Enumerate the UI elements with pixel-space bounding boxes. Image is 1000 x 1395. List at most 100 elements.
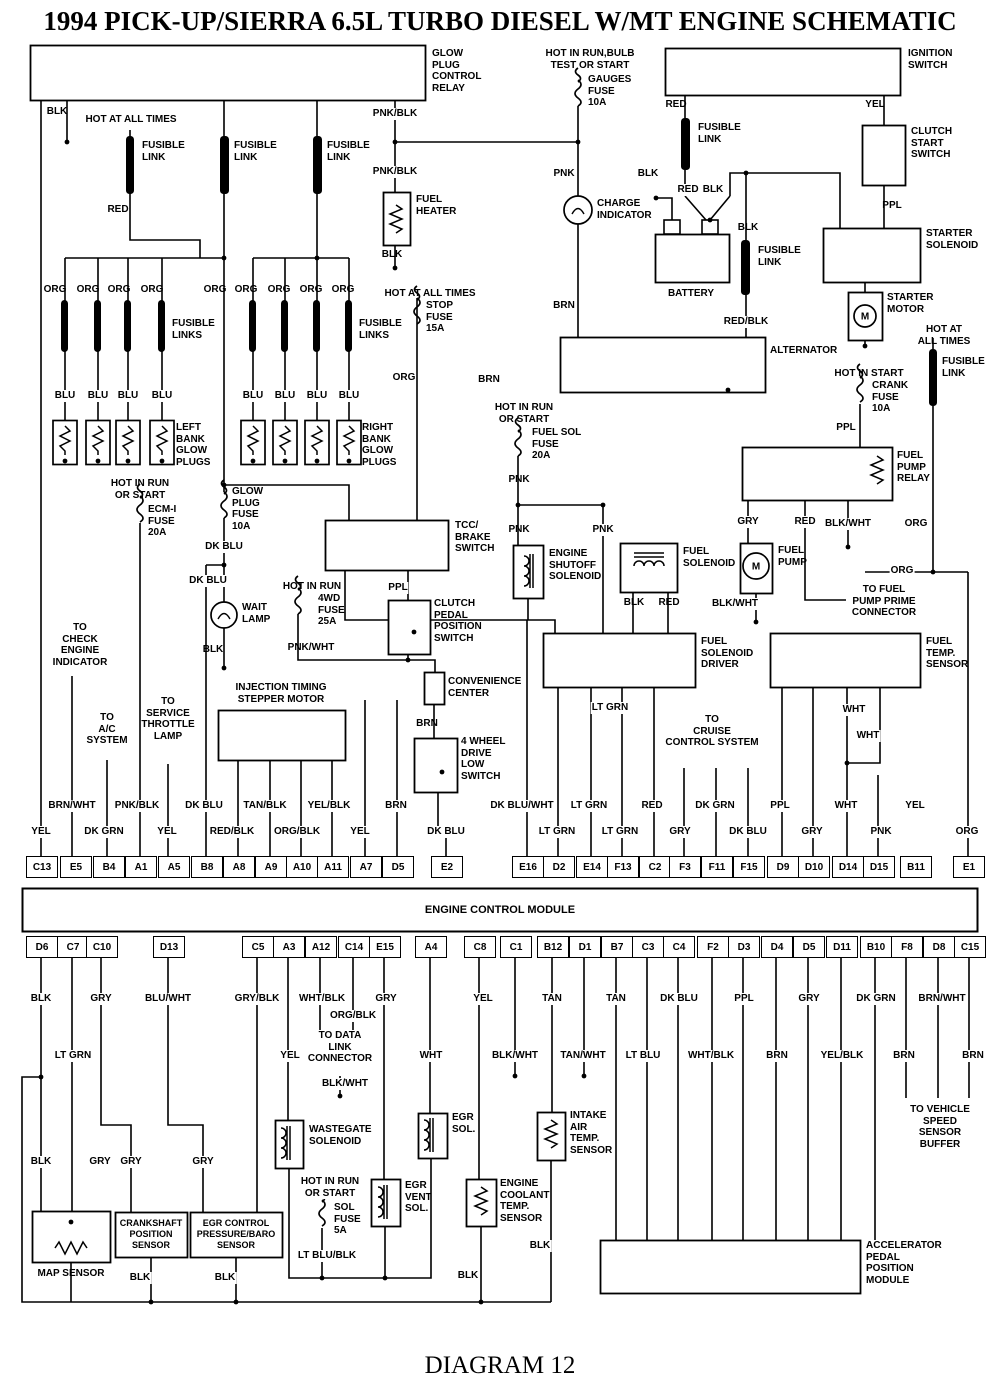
- junction-dot: [38, 1074, 44, 1080]
- starter-solenoid-label: STARTER SOLENOID: [926, 228, 979, 251]
- ignition-switch-box: [664, 47, 902, 97]
- hot-in-run-or-start: HOT IN RUN OR START: [110, 478, 170, 501]
- wire-blk: BLK: [213, 1272, 237, 1284]
- junction-dot: [68, 1219, 74, 1225]
- row-b: DK BLU: [728, 826, 768, 838]
- row-a: YEL: [904, 800, 926, 812]
- four-wheel-drive-low-switch-label: 4 WHEEL DRIVE LOW SWITCH: [461, 736, 506, 782]
- fusible-link-symbol: [158, 300, 165, 352]
- battery-terminal: [663, 219, 681, 235]
- wire-blk: BLK: [128, 1272, 152, 1284]
- wait-lamp-filament: [217, 612, 231, 620]
- wire-red: RED: [658, 597, 680, 608]
- fusible-link: FUSIBLE LINK: [758, 245, 801, 268]
- fuel-pump-label: FUEL PUMP: [778, 545, 807, 568]
- row-b: LT GRN: [600, 826, 640, 838]
- ecm-pin-F11: F11: [701, 856, 733, 878]
- junction-dot: [753, 619, 759, 625]
- row-b: YEL: [349, 826, 371, 838]
- row-c: BRN/WHT: [917, 993, 967, 1005]
- right-bank-glow-plugs: RIGHT BANK GLOW PLUGS: [362, 422, 397, 468]
- junction-dot: [653, 195, 659, 201]
- wire-org: ORG: [107, 284, 131, 295]
- fusible-link-symbol: [281, 300, 288, 352]
- fuel-pump-relay-box: [741, 446, 894, 502]
- fusible-link: FUSIBLE LINK: [142, 140, 185, 163]
- fuel-pump-relay-label: FUEL PUMP RELAY: [897, 450, 930, 484]
- wire-org: ORG: [392, 372, 416, 383]
- to-data-link-connector: TO DATA LINK CONNECTOR: [306, 1030, 374, 1065]
- egr-solenoid-label: EGR SOL.: [452, 1112, 476, 1135]
- row-c: YEL: [472, 993, 494, 1005]
- wire-pnk: PNK: [508, 474, 530, 485]
- wire-org: ORG: [331, 284, 355, 295]
- fuel-temp-sensor-label: FUEL TEMP. SENSOR: [926, 636, 969, 670]
- hot-in-start: HOT IN START: [834, 368, 904, 379]
- ecm-pin-D14: D14: [832, 856, 864, 878]
- row-d: LT GRN: [53, 1050, 93, 1062]
- row-c: GRY: [797, 993, 821, 1005]
- wire-blu: BLU: [116, 390, 140, 402]
- junction-dot: [515, 502, 521, 508]
- row-c: BLU/WHT: [143, 993, 193, 1005]
- row-a: BRN/WHT: [47, 800, 97, 812]
- ecm-pin-A4: A4: [415, 936, 447, 958]
- ecm-pin-C10: C10: [86, 936, 118, 958]
- wire-blu: BLU: [305, 390, 329, 402]
- egr-vent-solenoid-label: EGR VENT SOL.: [405, 1180, 432, 1214]
- ecm-pin-C2: C2: [639, 856, 671, 878]
- fusible-links: FUSIBLE LINKS: [359, 318, 402, 341]
- fuel-heater-label: FUEL HEATER: [416, 194, 457, 217]
- junction-dot: [725, 387, 731, 393]
- crank-fuse-label: CRANK FUSE 10A: [872, 380, 909, 414]
- ecm-pin-D5: D5: [382, 856, 414, 878]
- wire-blk: BLK: [637, 168, 659, 179]
- hot-in-run: HOT IN RUN: [282, 581, 342, 592]
- injection-timing-stepper-motor-box: [217, 709, 347, 762]
- ecm-pin-B12: B12: [537, 936, 569, 958]
- stop-fuse-label: STOP FUSE 15A: [426, 300, 454, 334]
- row-b: YEL: [156, 826, 178, 838]
- wire-blu: BLU: [86, 390, 110, 402]
- row-c: TAN: [541, 993, 563, 1005]
- glow-plug-symbol: [149, 419, 175, 466]
- row-b: ORG/BLK: [272, 826, 322, 838]
- to-check-engine-indicator: TO CHECK ENGINE INDICATOR: [52, 622, 108, 668]
- wire-wht: WHT: [841, 704, 867, 716]
- fusible-link: FUSIBLE LINK: [942, 356, 985, 379]
- wait-lamp-label: WAIT LAMP: [242, 602, 271, 625]
- ecm-pin-B11: B11: [900, 856, 932, 878]
- to-service-throttle-lamp: TO SERVICE THROTTLE LAMP: [141, 696, 195, 742]
- ecm-pin-E5: E5: [60, 856, 92, 878]
- wire-org-blk: ORG/BLK: [328, 1010, 378, 1022]
- junction-dot: [382, 1275, 388, 1281]
- junction-dot: [600, 502, 606, 508]
- wire-dk-blu: DK BLU: [188, 575, 228, 587]
- row-a: LT GRN: [569, 800, 609, 812]
- wire-brn: BRN: [553, 300, 575, 311]
- coil-symbol: [280, 1126, 291, 1160]
- to-ac-system: TO A/C SYSTEM: [86, 712, 128, 746]
- hot-at-all-times: HOT AT ALL TIMES: [384, 288, 476, 299]
- junction-dot: [845, 544, 851, 550]
- junction-dot: [221, 255, 227, 261]
- fusible-link-symbol: [345, 300, 352, 352]
- fusible-link: FUSIBLE LINK: [327, 140, 370, 163]
- ecm-pin-D3: D3: [728, 936, 760, 958]
- wire-blk: BLK: [46, 106, 68, 117]
- wire-wht: WHT: [855, 730, 881, 742]
- wire-blk-wht: BLK/WHT: [823, 518, 873, 530]
- ecm-pin-D4: D4: [761, 936, 793, 958]
- junction-dot: [392, 265, 398, 271]
- wire-red: RED: [676, 184, 700, 196]
- wire-org: ORG: [140, 284, 164, 295]
- diagram-number: DIAGRAM 12: [424, 1352, 576, 1379]
- junction-dot: [575, 139, 581, 145]
- wire-pnk-wht: PNK/WHT: [287, 642, 335, 653]
- ecm-pin-B10: B10: [860, 936, 892, 958]
- glow-plug-symbol: [272, 419, 298, 466]
- glow-plug-element: [91, 425, 105, 455]
- map-sensor-box: [31, 1210, 112, 1264]
- egr-vent-solenoid-box: [370, 1178, 402, 1228]
- glow-plug-control-relay-label: GLOW PLUG CONTROL RELAY: [432, 48, 482, 94]
